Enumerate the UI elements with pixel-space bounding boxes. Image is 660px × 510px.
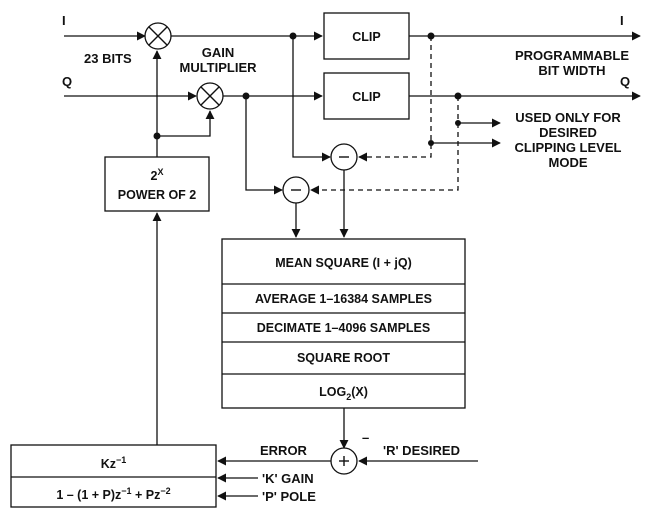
i-input-label: I: [62, 13, 66, 28]
clipping-level-label: CLIPPING LEVEL: [515, 140, 622, 155]
wire-i-to-sub1: [292, 36, 331, 162]
svg-text:CLIP: CLIP: [352, 90, 380, 104]
bit-width-label: BIT WIDTH: [538, 63, 605, 78]
multiplier-label: MULTIPLIER: [179, 60, 257, 75]
p-pole-label: 'P' POLE: [262, 489, 316, 504]
mode-label: MODE: [549, 155, 588, 170]
used-only-label: USED ONLY FOR: [515, 110, 621, 125]
subtractor-2: [282, 176, 310, 204]
multiplier-q: [196, 82, 224, 110]
subtractor-1: [330, 143, 358, 171]
error-label: ERROR: [260, 443, 308, 458]
minus-label: –: [362, 430, 369, 445]
wire-i-postclip-dashed: [358, 36, 432, 162]
multiplier-i: [144, 22, 172, 50]
power-2-label: POWER OF 2: [118, 188, 197, 202]
bits-label: 23 BITS: [84, 51, 132, 66]
power-of-2-block: 2X POWER OF 2: [104, 156, 210, 212]
programmable-label: PROGRAMMABLE: [515, 48, 629, 63]
mean-square-block: MEAN SQUARE (I + jQ): [275, 256, 411, 270]
loop-filter-block: Kz−1 1 – (1 + P)z−1 + Pz−2: [10, 444, 217, 508]
adder: [330, 447, 358, 475]
svg-text:CLIP: CLIP: [352, 30, 380, 44]
q-input-label: Q: [62, 74, 72, 89]
clip-i-block: CLIP: [323, 12, 410, 60]
wire-pow2-to-mult-q: [157, 110, 215, 137]
desired-label: DESIRED: [539, 125, 597, 140]
log2-block: LOG2(X): [319, 385, 368, 402]
wire-q-postclip-dashed: [310, 96, 459, 195]
wire-q-to-sub2: [245, 96, 283, 195]
q-output-label: Q: [620, 74, 630, 89]
filter-denominator: 1 – (1 + P)z−1 + Pz−2: [56, 486, 170, 502]
k-gain-label: 'K' GAIN: [262, 471, 314, 486]
clip-q-block: CLIP: [323, 72, 410, 120]
gain-label: GAIN: [202, 45, 235, 60]
power-2-exponent: 2X: [151, 167, 164, 183]
average-block: AVERAGE 1–16384 SAMPLES: [255, 292, 432, 306]
decimate-block: DECIMATE 1–4096 SAMPLES: [257, 321, 430, 335]
i-output-label: I: [620, 13, 624, 28]
square-root-block: SQUARE ROOT: [297, 351, 390, 365]
processing-chain: MEAN SQUARE (I + jQ) AVERAGE 1–16384 SAM…: [221, 238, 466, 409]
filter-numerator: Kz−1: [101, 455, 127, 471]
r-desired-label: 'R' DESIRED: [383, 443, 460, 458]
